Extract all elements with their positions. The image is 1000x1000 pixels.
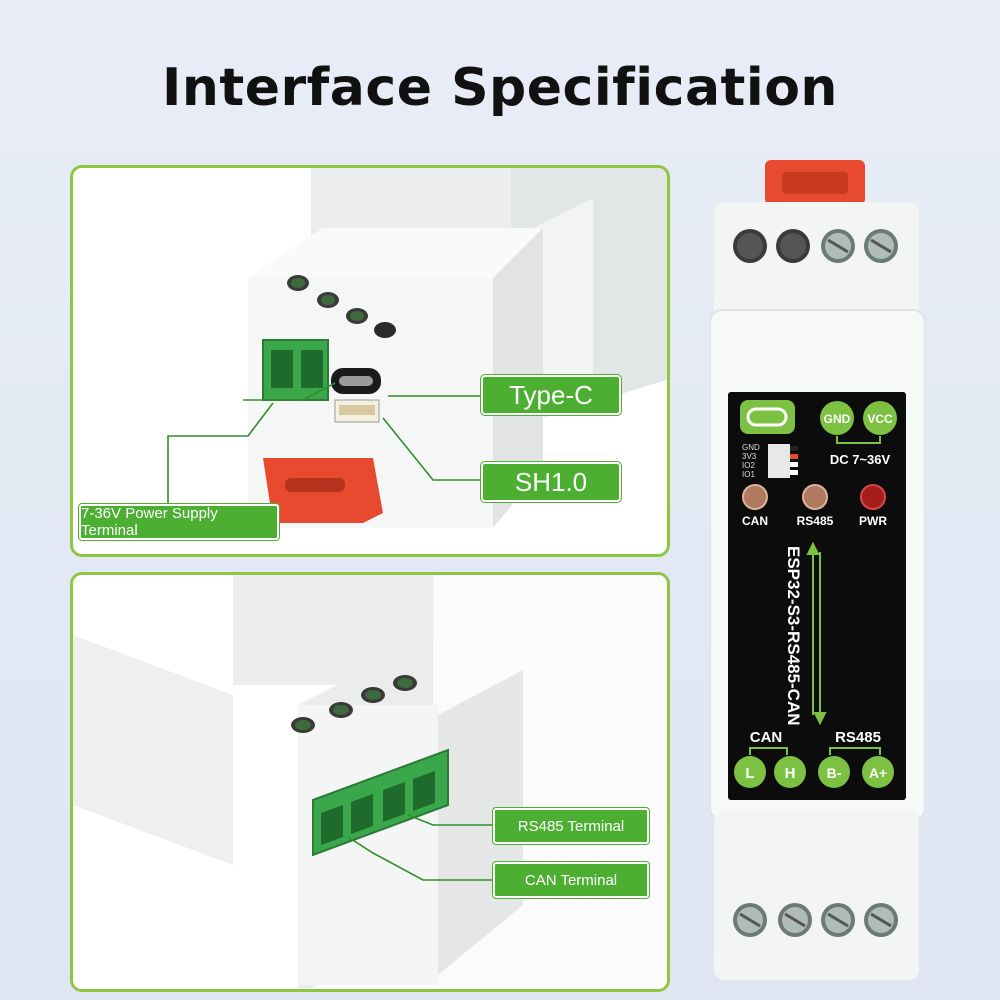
pin-l-badge: L bbox=[734, 756, 766, 788]
led-can-label: CAN bbox=[742, 514, 768, 528]
pin-b-badge: B- bbox=[818, 756, 850, 788]
pin-b-label: B- bbox=[827, 765, 842, 781]
bottom-device-illustration bbox=[73, 575, 667, 989]
led-pwr-label: PWR bbox=[859, 514, 887, 528]
can-led-indicator: CAN bbox=[742, 484, 768, 528]
rs485-terminal-callout: RS485 Terminal bbox=[492, 807, 650, 845]
vcc-label: VCC bbox=[867, 412, 893, 426]
usb-type-c-port bbox=[331, 368, 381, 394]
bottom-detail-panel: RS485 Terminal CAN Terminal bbox=[70, 572, 670, 992]
direction-arrows-icon bbox=[806, 541, 827, 726]
rs485-led-indicator: RS485 bbox=[797, 484, 834, 528]
pin-io2-label: IO2 bbox=[742, 461, 755, 470]
top-screw-holes bbox=[287, 275, 396, 338]
model-name: ESP32-S3-RS485-CAN bbox=[784, 546, 803, 726]
top-din-clip bbox=[765, 160, 865, 205]
top-terminal-row bbox=[733, 229, 898, 263]
device-front-view: GND VCC GND 3V3 IO2 IO1 DC 7~36V CAN RS4… bbox=[710, 160, 925, 980]
pin-gnd-label: GND bbox=[742, 443, 760, 452]
can-rs485-terminal-block bbox=[312, 748, 449, 857]
pin-io1-label: IO1 bbox=[742, 470, 755, 479]
pin-a-label: A+ bbox=[869, 765, 887, 781]
pin-h-badge: H bbox=[774, 756, 806, 788]
top-detail-panel: Type-C SH1.0 7-36V Power Supply Terminal bbox=[70, 165, 670, 557]
pin-h-label: H bbox=[785, 765, 796, 782]
pin-l-label: L bbox=[745, 765, 754, 782]
pin-a-badge: A+ bbox=[862, 756, 894, 788]
rs485-group-label: RS485 bbox=[835, 729, 881, 746]
bottom-screw-holes bbox=[291, 675, 417, 733]
sh10-callout: SH1.0 bbox=[480, 461, 622, 503]
dc-range-label: DC 7~36V bbox=[830, 452, 891, 467]
sh10-pin-header-icon bbox=[768, 444, 798, 478]
pin-3v3-label: 3V3 bbox=[742, 452, 757, 461]
can-group-label: CAN bbox=[750, 729, 783, 746]
bottom-terminal-row bbox=[733, 903, 898, 937]
type-c-callout: Type-C bbox=[480, 374, 622, 416]
vcc-badge: VCC bbox=[863, 401, 897, 435]
din-clip bbox=[263, 458, 383, 523]
led-rs485-label: RS485 bbox=[797, 514, 834, 528]
page-title: Interface Specification bbox=[162, 58, 838, 118]
pwr-led-indicator: PWR bbox=[859, 484, 887, 528]
can-terminal-callout: CAN Terminal bbox=[492, 861, 650, 899]
gnd-label: GND bbox=[824, 412, 851, 426]
gnd-badge: GND bbox=[820, 401, 854, 435]
usb-c-icon bbox=[740, 400, 795, 434]
power-terminal-callout: 7-36V Power Supply Terminal bbox=[78, 503, 280, 541]
power-terminal-block bbox=[262, 339, 329, 401]
sh10-connector bbox=[334, 399, 380, 423]
